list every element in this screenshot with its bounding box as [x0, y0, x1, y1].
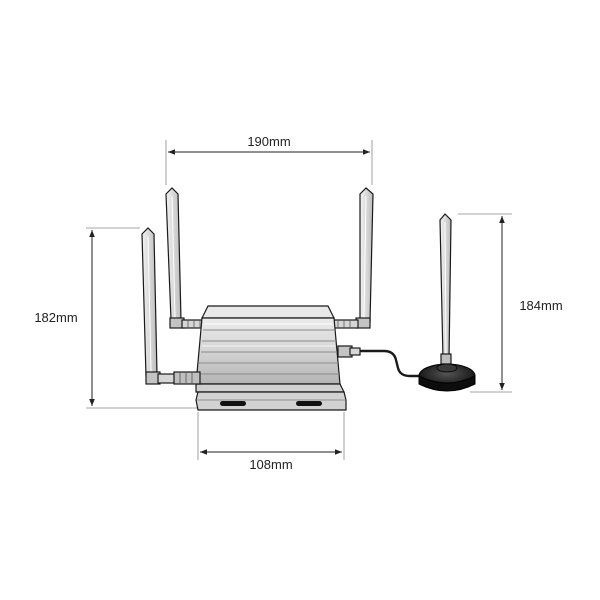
mounting-plate — [195, 391, 347, 411]
antenna-back-left — [165, 187, 209, 329]
router-body — [195, 305, 345, 393]
dimension-label-bottom: 108mm — [249, 457, 292, 472]
mounting-slot-right — [296, 401, 322, 406]
antenna-cable — [360, 349, 434, 378]
extension-lines — [86, 140, 512, 460]
mounting-slot-left — [220, 401, 246, 406]
dimension-label-top: 190mm — [247, 134, 290, 149]
dimension-label-left: 182mm — [34, 310, 77, 325]
antenna-front-left — [141, 227, 201, 385]
antenna-back-right — [329, 187, 374, 329]
dimension-label-right: 184mm — [519, 298, 562, 313]
cable-connector — [337, 345, 361, 358]
magnetic-antenna — [418, 213, 476, 392]
